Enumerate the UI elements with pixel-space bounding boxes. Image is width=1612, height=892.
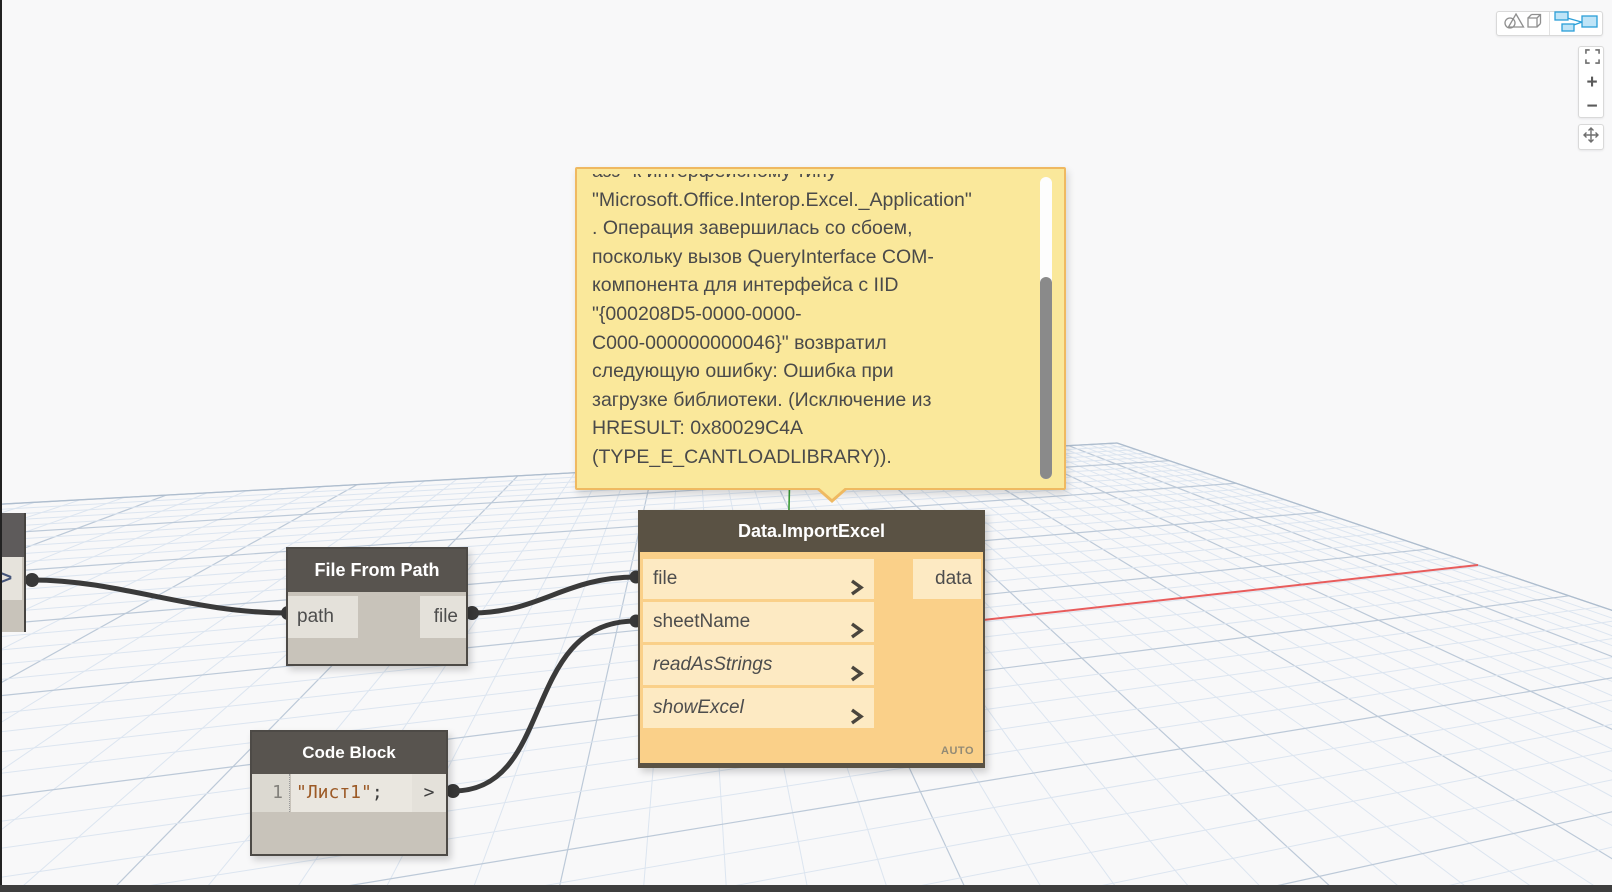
port-label: sheetName: [653, 611, 751, 632]
output-port[interactable]: >: [0, 557, 22, 600]
node-title[interactable]: File From Path: [288, 549, 466, 592]
geometry-3d-icon: [1501, 10, 1545, 37]
node-title[interactable]: Data.ImportExcel: [639, 511, 984, 552]
output-port-file[interactable]: file: [420, 596, 466, 638]
input-port-readasstrings[interactable]: readAsStrings: [643, 645, 874, 685]
fit-to-screen-button[interactable]: [1579, 47, 1605, 71]
graph-nodes-icon: [1553, 9, 1599, 38]
geometry-view-button[interactable]: [1497, 12, 1549, 35]
input-port-sheetname[interactable]: sheetName: [643, 602, 874, 642]
fit-to-screen-icon: [1584, 48, 1600, 70]
zoom-out-button[interactable]: −: [1586, 96, 1598, 117]
node-data-importexcel[interactable]: Data.ImportExcel file sheetName readAsSt…: [638, 510, 985, 768]
port-label: readAsStrings: [653, 654, 773, 675]
wire-codeblock-to-importexcel[interactable]: [450, 618, 639, 794]
port-connector-dot[interactable]: [446, 784, 460, 798]
chevron-right-icon: [849, 700, 864, 740]
output-port[interactable]: >: [412, 774, 446, 812]
chevron-right-icon: [849, 571, 864, 611]
wire-filefrompath-to-importexcel[interactable]: [469, 574, 639, 616]
input-port-showexcel[interactable]: showExcel: [643, 688, 874, 728]
code-editor[interactable]: "Лист1";: [291, 774, 414, 812]
scrollbar-thumb[interactable]: [1040, 277, 1052, 479]
output-port-data[interactable]: data: [913, 559, 981, 599]
lacing-mode-badge[interactable]: AUTO: [941, 745, 974, 757]
tooltip-scrollbar[interactable]: [1040, 177, 1052, 479]
node-title[interactable]: Code Block: [252, 732, 446, 774]
port-label: showExcel: [653, 697, 744, 718]
x-axis-line: [982, 564, 1479, 621]
chevron-right-icon: [849, 657, 864, 697]
window-left-edge: [0, 0, 2, 892]
node-header[interactable]: [0, 513, 24, 557]
pan-move-icon: [1583, 126, 1599, 148]
input-port-path[interactable]: path: [288, 596, 358, 638]
warning-message: азз" к интерфейсному типу "Microsoft.Off…: [592, 174, 972, 468]
warning-tooltip: азз" к интерфейсному типу "Microsoft.Off…: [575, 167, 1066, 503]
node-file-from-path[interactable]: File From Path path file: [286, 547, 468, 666]
node-code-block[interactable]: Code Block 1 "Лист1"; >: [250, 730, 448, 856]
port-connector-dot[interactable]: [465, 606, 479, 620]
node-partial-left[interactable]: >: [0, 513, 26, 632]
code-line-number: 1: [252, 774, 290, 812]
zoom-controls: + −: [1578, 46, 1604, 118]
background-preview-toggle: [1496, 11, 1603, 36]
pan-button[interactable]: [1578, 124, 1604, 150]
port-label: file: [653, 568, 678, 589]
input-port-file[interactable]: file: [643, 559, 874, 599]
window-bottom-edge: [0, 885, 1612, 892]
port-connector-dot[interactable]: [25, 573, 39, 587]
code-semicolon: ;: [371, 782, 383, 803]
chevron-right-icon: [849, 614, 864, 654]
graph-view-button[interactable]: [1549, 9, 1602, 38]
wire-partial-to-filefrompath[interactable]: [29, 577, 291, 616]
code-string-literal: "Лист1": [296, 782, 372, 803]
zoom-in-button[interactable]: +: [1586, 72, 1598, 93]
